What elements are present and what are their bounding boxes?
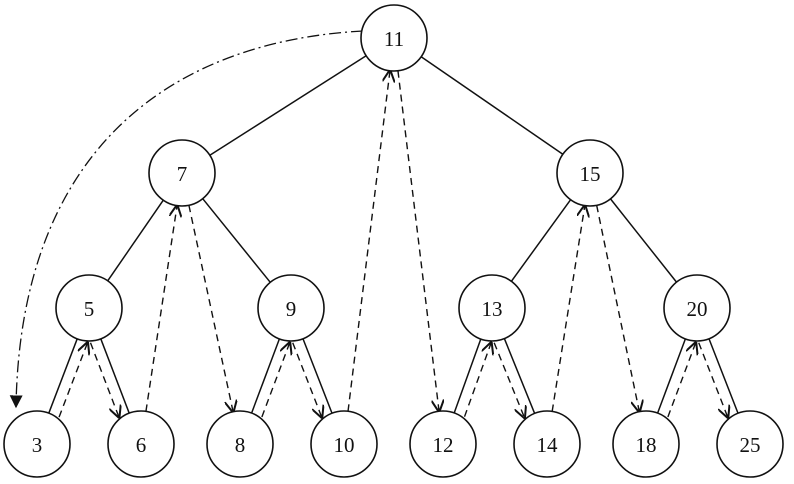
- node-label: 18: [636, 433, 657, 457]
- tree-edge-n13-n12: [453, 338, 482, 414]
- tree-node-3: 3: [3, 410, 71, 478]
- thread-arrow-n10-n11: [347, 71, 390, 412]
- tree-edge-n13-n14: [503, 338, 536, 414]
- tree-edges: [48, 55, 739, 414]
- node-circle: [148, 139, 216, 207]
- node-circle: [310, 410, 378, 478]
- thread-arrow-n8-n9: [261, 343, 290, 418]
- node-label: 15: [580, 162, 601, 186]
- tree-edge-n5-n6: [100, 338, 130, 414]
- node-circle: [458, 274, 526, 342]
- thread-arrow-n12-n13: [463, 343, 492, 417]
- node-circle: [3, 410, 71, 478]
- tree-edge-n11-n7: [209, 55, 367, 156]
- node-circle: [107, 410, 175, 478]
- node-label: 13: [482, 297, 503, 321]
- start-arrow: [9, 30, 364, 409]
- tree-node-10: 10: [310, 410, 378, 478]
- start-arrow-n11-n3: [9, 30, 364, 409]
- thread-arrow-n9-n10: [292, 342, 322, 418]
- tree-edge-n9-n10: [302, 338, 333, 414]
- node-label: 7: [177, 162, 188, 186]
- node-label: 25: [740, 433, 761, 457]
- tree-node-14: 14: [513, 410, 581, 478]
- thread-arrow-n15-n18: [595, 205, 640, 411]
- node-label: 8: [235, 433, 246, 457]
- node-label: 11: [384, 27, 404, 51]
- thread-arrow-n20-n25: [698, 342, 728, 418]
- tree-node-20: 20: [663, 274, 731, 342]
- node-label: 12: [433, 433, 454, 457]
- tree-edge-n20-n25: [708, 338, 739, 414]
- tree-node-15: 15: [556, 139, 624, 207]
- tree-edge-n7-n9: [202, 198, 271, 283]
- node-circle: [556, 139, 624, 207]
- thread-arrow-n3-n5: [58, 343, 87, 418]
- thread-arrow-n14-n15: [551, 206, 585, 412]
- tree-edge-n5-n3: [48, 338, 78, 414]
- tree-edge-n15-n13: [510, 199, 572, 282]
- thread-arrow-n7-n8: [188, 205, 233, 411]
- node-label: 9: [286, 297, 297, 321]
- node-label: 10: [334, 433, 355, 457]
- thread-arrow-n11-n12: [397, 70, 439, 411]
- thread-arrows: [58, 70, 728, 418]
- tree-node-12: 12: [409, 410, 477, 478]
- tree-nodes: 11 7 15 5 9 13 20 3 6 8 10 12 14 18 25: [3, 4, 784, 478]
- tree-node-9: 9: [257, 274, 325, 342]
- node-circle: [663, 274, 731, 342]
- node-label: 6: [136, 433, 147, 457]
- node-circle: [513, 410, 581, 478]
- tree-node-25: 25: [716, 410, 784, 478]
- tree-edge-n7-n5: [107, 199, 164, 282]
- tree-node-13: 13: [458, 274, 526, 342]
- thread-arrow-n6-n7: [145, 206, 177, 412]
- thread-arrow-n18-n20: [667, 343, 696, 418]
- tree-node-18: 18: [612, 410, 680, 478]
- node-circle: [257, 274, 325, 342]
- tree-node-7: 7: [148, 139, 216, 207]
- node-circle: [716, 410, 784, 478]
- tree-node-11: 11: [360, 4, 428, 72]
- thread-arrow-n5-n6: [89, 342, 119, 417]
- node-label: 3: [32, 433, 43, 457]
- node-label: 14: [537, 433, 559, 457]
- tree-edge-n11-n15: [420, 56, 564, 155]
- tree-edge-n20-n18: [656, 338, 687, 414]
- node-label: 20: [687, 297, 708, 321]
- node-circle: [409, 410, 477, 478]
- tree-node-6: 6: [107, 410, 175, 478]
- thread-arrow-n13-n14: [493, 342, 524, 418]
- node-circle: [206, 410, 274, 478]
- node-circle: [360, 4, 428, 72]
- tree-node-8: 8: [206, 410, 274, 478]
- tree-edge-n9-n8: [250, 338, 281, 414]
- node-label: 5: [84, 297, 95, 321]
- node-circle: [55, 274, 123, 342]
- tree-edge-n15-n20: [609, 198, 678, 283]
- tree-node-5: 5: [55, 274, 123, 342]
- node-circle: [612, 410, 680, 478]
